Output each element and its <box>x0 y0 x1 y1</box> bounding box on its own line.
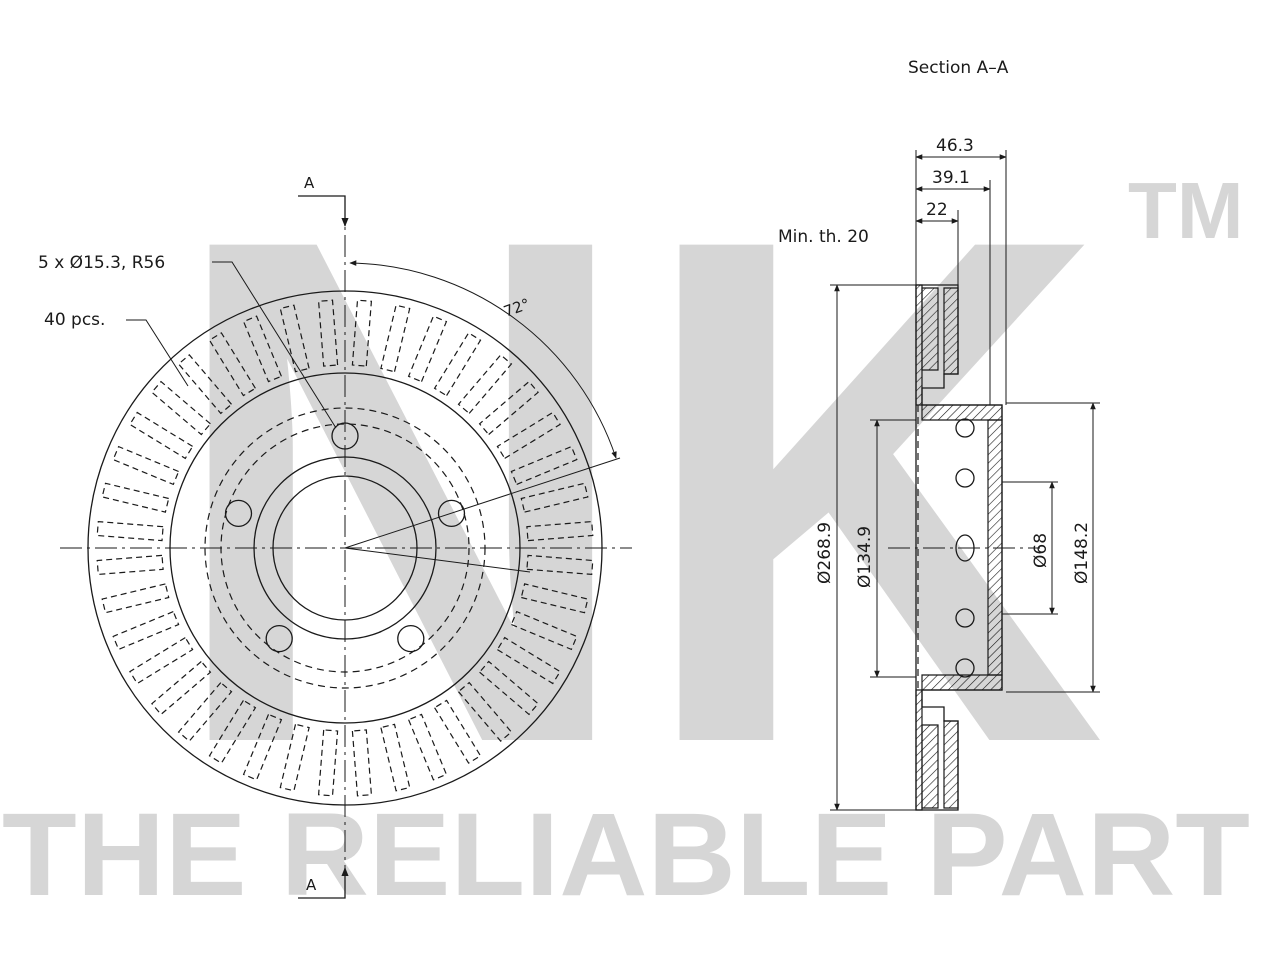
vane <box>526 554 594 576</box>
bolt-hole <box>265 624 293 653</box>
angle-ray-bolt <box>344 547 531 573</box>
vane <box>151 660 212 716</box>
bolt-hole <box>397 624 425 653</box>
angle-arc <box>349 260 617 459</box>
vane <box>96 520 164 542</box>
vane <box>510 445 578 486</box>
dim-hat-inner-diameter: Ø134.9 <box>855 526 875 588</box>
watermark: NK TM THE RELIABLE PART <box>2 88 1250 921</box>
vane <box>112 445 180 486</box>
vane <box>496 636 561 685</box>
section-bolt-hole <box>955 608 975 628</box>
vane <box>279 304 310 373</box>
vane <box>177 354 233 415</box>
disc-plate-hatch <box>921 287 939 809</box>
vane <box>279 723 310 792</box>
dim-outer-diameter: Ø268.9 <box>815 522 835 584</box>
vane <box>129 411 194 460</box>
front-view: 72° A A 5 x Ø15.3, R56 40 pcs. <box>38 174 632 899</box>
watermark-trademark: TM <box>1128 166 1244 255</box>
vane <box>129 636 194 685</box>
vane <box>380 723 411 792</box>
section-title: Section A–A <box>908 58 1009 78</box>
vane <box>351 729 373 797</box>
bolt-leader <box>212 261 337 429</box>
section-marker-top: A <box>304 174 315 192</box>
vane <box>101 583 170 614</box>
vane <box>151 380 212 436</box>
dim-hat-depth: 39.1 <box>932 168 970 188</box>
vane <box>317 299 339 367</box>
vane <box>520 482 589 513</box>
watermark-slogan: THE RELIABLE PART <box>2 789 1250 921</box>
watermark-logo: NK <box>166 88 1106 893</box>
vane <box>510 610 578 651</box>
vane <box>407 713 448 781</box>
dim-disc-thickness: 22 <box>926 200 948 220</box>
section-arrow-top <box>298 195 349 227</box>
vane <box>317 729 339 797</box>
vane <box>520 583 589 614</box>
vane <box>208 332 257 397</box>
vane <box>112 610 180 651</box>
vane <box>526 520 594 542</box>
dim-hat-outer-diameter: Ø148.2 <box>1072 522 1092 584</box>
bolt-callout: 5 x Ø15.3, R56 <box>38 253 165 273</box>
vane <box>96 554 164 576</box>
section-view: Section A–A 46.3 39.1 22 Min. th. 20 Ø26… <box>778 58 1100 811</box>
angle-ray-right <box>344 457 621 549</box>
dim-overall-height: 46.3 <box>936 136 974 156</box>
vane <box>457 681 513 742</box>
vane <box>208 699 257 764</box>
vane <box>242 713 283 781</box>
bolt-hole <box>224 499 253 528</box>
section-bolt-hole <box>955 418 975 438</box>
dim-center-bore: Ø68 <box>1031 533 1051 568</box>
vanes-leader <box>126 319 189 387</box>
vanes-callout: 40 pcs. <box>44 310 105 330</box>
vane <box>177 681 233 742</box>
section-bolt-holes <box>955 418 975 678</box>
section-marker-bottom: A <box>306 876 317 894</box>
min-thickness: Min. th. 20 <box>778 227 869 247</box>
vane <box>101 482 170 513</box>
vane <box>433 699 482 764</box>
vane <box>478 660 539 716</box>
vane <box>242 315 283 383</box>
bolt-hole <box>437 499 466 528</box>
section-arrow-bottom <box>298 867 349 899</box>
section-bolt-hole <box>955 658 975 678</box>
section-bolt-hole <box>955 468 975 488</box>
